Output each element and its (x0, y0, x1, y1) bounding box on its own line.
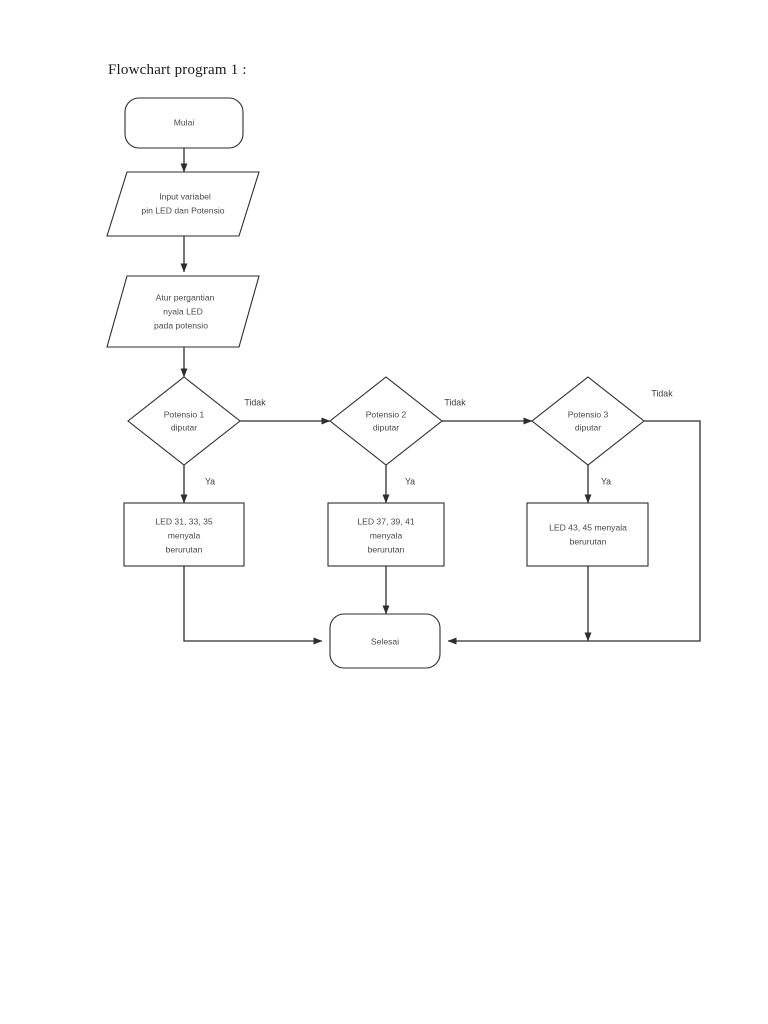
node-end[interactable]: Selesai (329, 613, 441, 669)
edge-label-yes-1: Ya (205, 476, 215, 486)
node-process-2[interactable]: LED 37, 39, 41 menyala berurutan (327, 502, 445, 567)
decision-2-shape[interactable] (329, 376, 443, 466)
setup-leds-line-1: Atur pergantian (156, 292, 215, 302)
process-2-shape[interactable] (327, 502, 445, 567)
process-1-shape[interactable] (123, 502, 245, 567)
edge-label-yes-2: Ya (405, 476, 415, 486)
decision-1-shape[interactable] (127, 376, 241, 466)
node-decision-3[interactable]: Potensio 3 diputar (531, 376, 645, 466)
decision-3-shape[interactable] (531, 376, 645, 466)
edge-label-no-1: Tidak (244, 397, 266, 407)
node-start[interactable]: Mulai (124, 97, 244, 149)
process-1-line-2: menyala (168, 530, 201, 540)
edge-decision3-no-to-end (447, 420, 701, 645)
decision-3-line-1: Potensio 3 (568, 409, 609, 419)
edge-label-layer: Tidak Tidak Tidak Ya Ya Ya (205, 388, 673, 486)
process-2-line-2: menyala (370, 530, 403, 540)
decision-3-line-2: diputar (575, 422, 601, 432)
process-2-line-1: LED 37, 39, 41 (357, 516, 415, 526)
edge-label-no-3: Tidak (651, 388, 673, 398)
setup-leds-shape[interactable] (106, 275, 260, 348)
node-setup-leds[interactable]: Atur pergantian nyala LED pada potensio (106, 275, 260, 348)
end-label: Selesai (371, 636, 399, 646)
process-3-line-1: LED 43, 45 menyala (549, 522, 627, 532)
connector-layer (180, 148, 701, 645)
setup-leds-line-3: pada potensio (154, 320, 208, 330)
input-vars-shape[interactable] (106, 171, 260, 237)
edge-label-yes-3: Ya (601, 476, 611, 486)
end-shape[interactable] (329, 613, 441, 669)
decision-2-line-1: Potensio 2 (366, 409, 407, 419)
node-process-3[interactable]: LED 43, 45 menyala berurutan (526, 502, 649, 567)
process-3-line-2: berurutan (570, 536, 607, 546)
decision-1-line-2: diputar (171, 422, 197, 432)
edge-process1-to-end (183, 566, 323, 645)
node-decision-1[interactable]: Potensio 1 diputar (127, 376, 241, 466)
process-1-line-3: berurutan (166, 544, 203, 554)
setup-leds-line-2: nyala LED (163, 306, 203, 316)
node-input-vars[interactable]: Input variabel pin LED dan Potensio (106, 171, 260, 237)
node-decision-2[interactable]: Potensio 2 diputar (329, 376, 443, 466)
input-vars-line-2: pin LED dan Potensio (141, 205, 224, 215)
edge-label-no-2: Tidak (444, 397, 466, 407)
node-process-1[interactable]: LED 31, 33, 35 menyala berurutan (123, 502, 245, 567)
start-shape[interactable] (124, 97, 244, 149)
start-label: Mulai (174, 117, 195, 127)
decision-2-line-2: diputar (373, 422, 399, 432)
process-2-line-3: berurutan (368, 544, 405, 554)
page-title: Flowchart program 1 : (108, 62, 247, 78)
input-vars-line-1: Input variabel (159, 191, 211, 201)
process-1-line-1: LED 31, 33, 35 (155, 516, 213, 526)
process-3-shape[interactable] (526, 502, 649, 567)
decision-1-line-1: Potensio 1 (164, 409, 205, 419)
